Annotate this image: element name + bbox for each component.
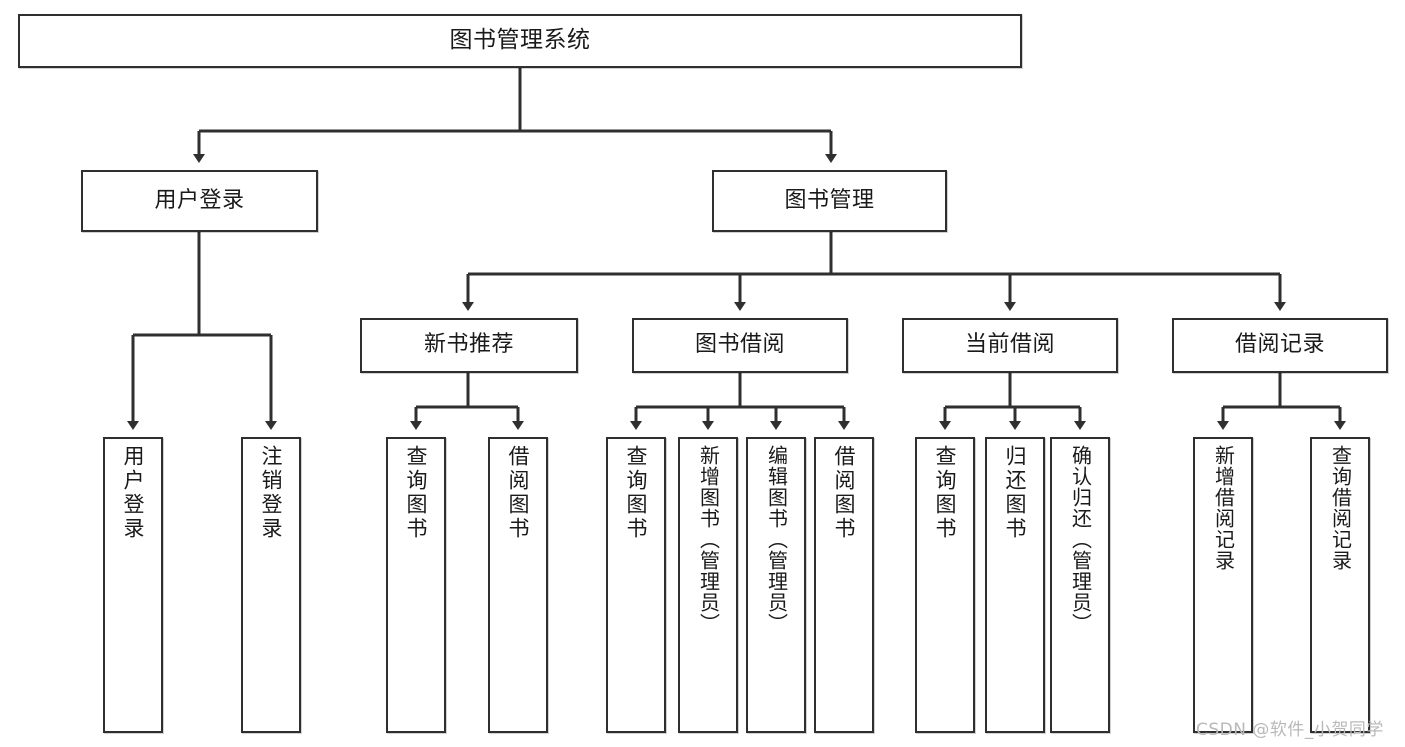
- watermark-text: CSDN @软件_小贺同学: [1196, 720, 1384, 740]
- node-label: 查询借阅记录: [1328, 445, 1353, 571]
- node-root-system[interactable]: 图书管理系统: [18, 14, 1022, 68]
- node-label: 借阅图书: [832, 445, 857, 541]
- leaf-book-borrow-query[interactable]: 查询图书: [606, 437, 666, 733]
- leaf-book-borrow-edit[interactable]: 编辑图书（管理员）: [746, 437, 806, 733]
- node-user-login[interactable]: 用户登录: [81, 170, 318, 232]
- node-label: 新增借阅记录: [1211, 445, 1236, 571]
- leaf-borrow-record-query[interactable]: 查询借阅记录: [1310, 437, 1370, 733]
- leaf-new-book-query[interactable]: 查询图书: [386, 437, 446, 733]
- node-label: 注销登录: [259, 445, 284, 541]
- node-label: 编辑图书（管理员）: [764, 445, 789, 634]
- node-label: 借阅记录: [1234, 332, 1325, 358]
- node-label: 用户登录: [154, 187, 245, 213]
- node-label: 图书管理系统: [449, 27, 591, 54]
- leaf-current-borrow-confirm-return[interactable]: 确认归还（管理员）: [1050, 437, 1110, 733]
- node-current-borrow[interactable]: 当前借阅: [902, 318, 1118, 373]
- csdn-watermark: CSDN @软件_小贺同学: [1196, 715, 1384, 740]
- node-label: 用户登录: [121, 445, 146, 541]
- leaf-user-login-login[interactable]: 用户登录: [103, 437, 163, 733]
- node-book-management[interactable]: 图书管理: [712, 170, 947, 232]
- node-label: 借阅图书: [506, 445, 531, 541]
- node-label: 新增图书（管理员）: [696, 445, 721, 634]
- node-label: 确认归还（管理员）: [1068, 445, 1093, 634]
- leaf-current-borrow-return[interactable]: 归还图书: [985, 437, 1045, 733]
- node-label: 当前借阅: [964, 332, 1055, 358]
- node-borrow-record[interactable]: 借阅记录: [1172, 318, 1388, 373]
- node-label: 归还图书: [1003, 445, 1028, 541]
- leaf-borrow-record-add[interactable]: 新增借阅记录: [1193, 437, 1253, 733]
- node-label: 新书推荐: [423, 332, 514, 358]
- leaf-book-borrow-borrow[interactable]: 借阅图书: [814, 437, 874, 733]
- node-new-book-recommend[interactable]: 新书推荐: [360, 318, 578, 373]
- leaf-new-book-borrow[interactable]: 借阅图书: [488, 437, 548, 733]
- leaf-user-login-logout[interactable]: 注销登录: [241, 437, 301, 733]
- node-label: 查询图书: [624, 445, 649, 541]
- node-label: 查询图书: [933, 445, 958, 541]
- node-label: 图书管理: [784, 187, 875, 213]
- leaf-current-borrow-query[interactable]: 查询图书: [915, 437, 975, 733]
- node-label: 图书借阅: [694, 332, 785, 358]
- leaf-book-borrow-add[interactable]: 新增图书（管理员）: [678, 437, 738, 733]
- node-label: 查询图书: [404, 445, 429, 541]
- node-book-borrow[interactable]: 图书借阅: [632, 318, 848, 373]
